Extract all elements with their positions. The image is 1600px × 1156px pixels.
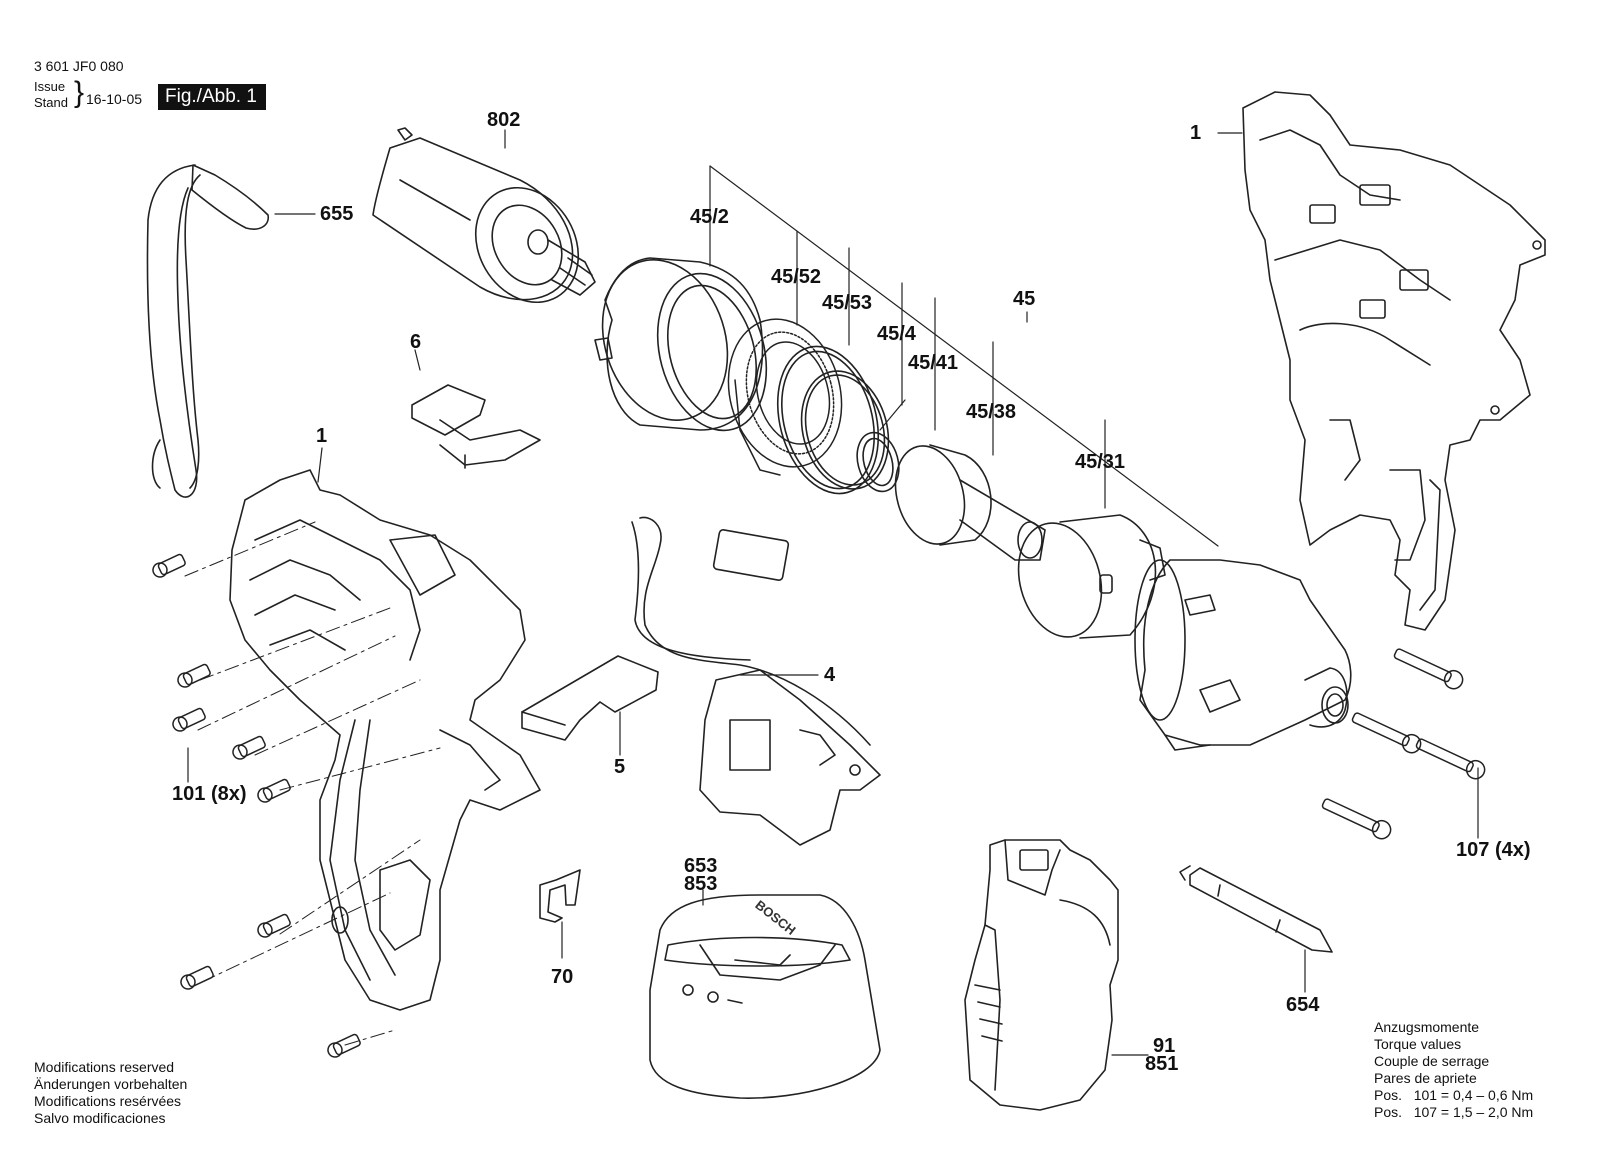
battery-91-851 <box>965 840 1118 1110</box>
cover-5 <box>522 656 658 740</box>
label-802: 802 <box>487 109 521 131</box>
label-101-qty: (8x) <box>210 783 247 805</box>
torque-row-101-pos: Pos. <box>1374 1087 1403 1103</box>
torque-title-de: Anzugsmomente <box>1374 1019 1480 1035</box>
label-1-left-housing: 1 <box>316 425 328 447</box>
label-853: 853 <box>684 873 718 895</box>
label-45: 45 <box>1013 288 1036 310</box>
screwdriver-bit-654 <box>1180 866 1332 952</box>
torque-title-es: Pares de apriete <box>1374 1070 1477 1086</box>
housing-half-left-1 <box>230 470 540 1010</box>
issue-label: Issue <box>34 79 66 94</box>
label-45-31: 45/31 <box>1075 451 1126 473</box>
torque-row-101-ref: 101 = <box>1413 1087 1450 1103</box>
torque-title-en: Torque values <box>1374 1036 1462 1052</box>
clip-70 <box>540 870 580 922</box>
torque-row-107-value: 1,5 – 2,0 Nm <box>1453 1104 1534 1120</box>
label-45-52: 45/52 <box>771 266 822 288</box>
gear-housing-45-2 <box>583 243 783 442</box>
label-107: 107 (4x) <box>1456 840 1531 860</box>
label-653: 653 <box>684 855 718 877</box>
label-654: 654 <box>1286 994 1320 1016</box>
label-655: 655 <box>320 203 354 225</box>
note-modifications-fr: Modifications resérvées <box>34 1093 182 1109</box>
torque-row-101: Pos. 101 = 0,4 – 0,6 Nm <box>1374 1087 1533 1104</box>
label-6: 6 <box>410 331 422 353</box>
housing-half-right-1 <box>1243 92 1545 630</box>
torque-title-fr: Couple de serrage <box>1374 1053 1490 1069</box>
issue-date: 16-10-05 <box>86 91 143 107</box>
label-45-4: 45/4 <box>877 323 916 345</box>
label-45-41: 45/41 <box>908 352 959 374</box>
note-modifications-es: Salvo modificaciones <box>34 1110 166 1126</box>
ring-gear-45-52 <box>712 306 857 479</box>
note-modifications-en: Modifications reserved <box>34 1059 175 1075</box>
torque-row-107-pos: Pos. <box>1374 1104 1403 1120</box>
label-45-53: 45/53 <box>822 292 873 314</box>
label-1-right-housing: 1 <box>1190 122 1202 144</box>
washer-45-41 <box>851 428 905 496</box>
label-101-number: 101 <box>172 783 206 805</box>
label-91: 91 <box>1153 1035 1176 1057</box>
label-70: 70 <box>551 966 574 988</box>
label-5: 5 <box>614 756 626 778</box>
note-modifications-de: Änderungen vorbehalten <box>34 1076 188 1092</box>
torque-row-101-value: 0,4 – 0,6 Nm <box>1453 1087 1534 1103</box>
label-4: 4 <box>824 664 836 686</box>
spindle-45-38 <box>885 438 1045 560</box>
front-housing-45 <box>1135 560 1351 750</box>
torque-row-107-ref: 107 = <box>1413 1104 1450 1120</box>
screws-107 <box>1320 644 1488 841</box>
label-45-38: 45/38 <box>966 401 1017 423</box>
leader-lines <box>185 130 1478 1055</box>
label-107-qty: (4x) <box>1494 839 1531 861</box>
label-101: 101 (8x) <box>172 784 247 804</box>
stand-label: Stand <box>34 95 68 110</box>
torque-row-107: Pos. 107 = 1,5 – 2,0 Nm <box>1374 1104 1533 1121</box>
figure-label: Fig./Abb. 1 <box>158 84 266 110</box>
label-851: 851 <box>1145 1053 1179 1075</box>
o-ring-45-53 <box>762 335 894 505</box>
label-107-number: 107 <box>1456 839 1490 861</box>
switch-4 <box>632 517 880 845</box>
wrist-strap-655 <box>148 165 269 497</box>
charger-653-853 <box>650 895 880 1098</box>
label-45-2: 45/2 <box>690 206 729 228</box>
o-ring-45-4 <box>789 361 901 499</box>
screws-101 <box>151 553 362 1060</box>
doc-number: 3 601 JF0 080 <box>34 58 124 74</box>
hammer-45-31 <box>1006 514 1165 647</box>
rotation-switch-6 <box>412 385 540 468</box>
motor-802 <box>373 128 599 321</box>
brace-glyph: } <box>74 76 85 109</box>
